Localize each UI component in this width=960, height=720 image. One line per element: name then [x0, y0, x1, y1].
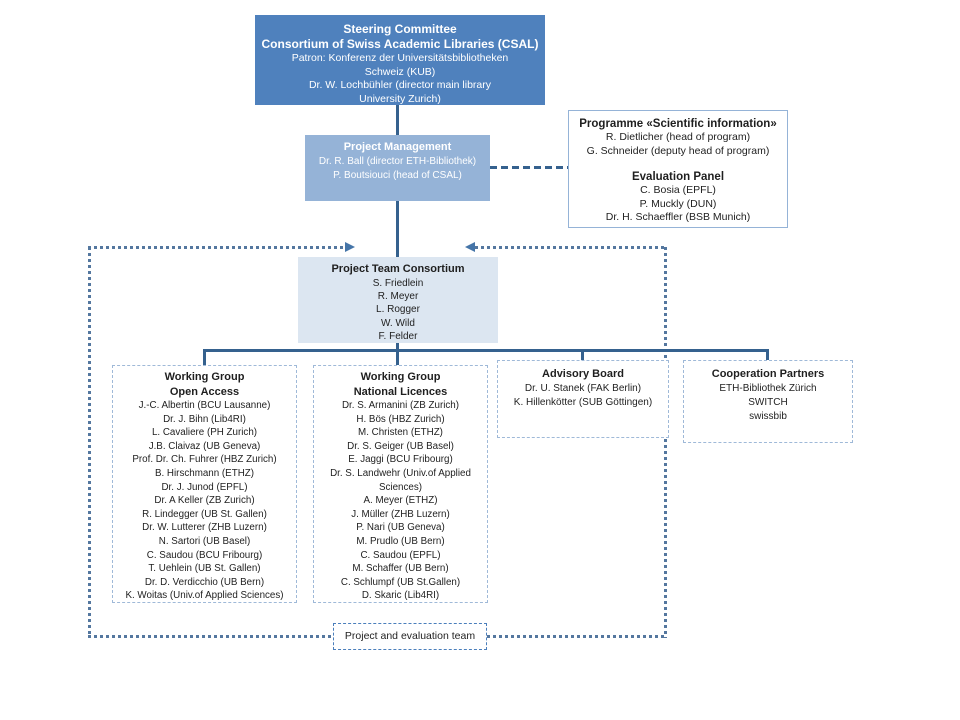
advisory-board-member: Dr. U. Stanek (FAK Berlin): [524, 383, 642, 394]
open-access-title-line: Open Access: [169, 385, 240, 398]
open-access-member: Dr. A Keller (ZB Zurich): [154, 495, 255, 507]
open-access-member: Dr. J. Junod (EPFL): [161, 481, 248, 493]
programme-line: G. Schneider (deputy head of program): [586, 144, 770, 157]
steering-title-line: Steering Committee: [343, 22, 457, 36]
project-team-consortium-box: Project Team Consortium S. Friedlein R. M…: [298, 257, 498, 343]
connector-management-to-team: [396, 200, 399, 258]
advisory-board-member: K. Hillenkötter (SUB Göttingen): [513, 397, 653, 408]
national-licences-member: C. Saudou (EPFL): [360, 549, 441, 561]
connector-team-to-branch: [396, 342, 399, 352]
project-management-title: Project Management: [343, 141, 452, 153]
advisory-board-box: Advisory Board Dr. U. Stanek (FAK Berlin…: [497, 360, 669, 438]
team-frame-top-right-segment: [475, 246, 667, 249]
cooperation-partners-member: swissbib: [749, 411, 787, 422]
connector-branch-horizontal: [203, 349, 769, 352]
national-licences-title-line: National Licences: [353, 385, 448, 398]
open-access-member: J.B. Claivaz (UB Geneva): [148, 440, 261, 452]
project-team-member: W. Wild: [381, 317, 415, 329]
national-licences-member: Dr. S. Geiger (UB Basel): [347, 440, 454, 452]
advisory-board-title: Advisory Board: [542, 368, 624, 380]
evaluation-panel-line: P. Muckly (DUN): [639, 197, 717, 210]
arrow-left-icon: [465, 242, 475, 252]
connector-steering-to-management: [396, 104, 399, 136]
team-frame-label: Project and evaluation team: [333, 623, 487, 650]
national-licences-member: M. Schaffer (UB Bern): [352, 563, 449, 575]
project-team-member: S. Friedlein: [372, 278, 424, 289]
project-team-member: R. Meyer: [377, 291, 419, 303]
open-access-member: N. Sartori (UB Basel): [158, 535, 251, 547]
open-access-title-line: Working Group: [164, 371, 245, 383]
national-licences-member: M. Prudlo (UB Bern): [356, 535, 445, 547]
connector-drop-advisory-board: [581, 351, 584, 362]
national-licences-member: M. Christen (ETHZ): [358, 427, 443, 439]
project-management-line: P. Boutsiouci (head of CSAL): [333, 169, 462, 181]
team-frame-left-edge: [88, 247, 91, 638]
team-frame-top-left-segment: [88, 246, 345, 249]
connector-drop-national-licences: [396, 351, 399, 366]
national-licences-member: C. Schlumpf (UB St.Gallen): [340, 576, 461, 588]
team-frame-bottom-right-segment: [487, 635, 667, 638]
steering-body-line: University Zurich): [359, 92, 441, 105]
arrow-right-icon: [345, 242, 355, 252]
project-team-title: Project Team Consortium: [331, 263, 465, 275]
national-licences-member: A. Meyer (ETHZ): [363, 495, 438, 507]
open-access-member: Prof. Dr. Ch. Fuhrer (HBZ Zurich): [132, 454, 277, 466]
open-access-member: C. Saudou (BCU Fribourg): [146, 549, 263, 561]
programme-title: Programme «Scientific information»: [579, 118, 777, 130]
open-access-member: T. Uehlein (UB St. Gallen): [148, 563, 261, 575]
programme-spacer: [569, 158, 787, 170]
connector-drop-cooperation-partners: [766, 351, 769, 362]
open-access-member: Dr. D. Verdicchio (UB Bern): [144, 576, 265, 588]
national-licences-member: D. Skaric (Lib4RI): [361, 590, 440, 602]
open-access-member: L. Cavaliere (PH Zurich): [151, 427, 258, 439]
team-frame-right-edge: [664, 247, 667, 638]
connector-management-to-programme: [490, 166, 568, 169]
open-access-member: Dr. W. Lutterer (ZHB Luzern): [142, 522, 267, 534]
programme-box: Programme «Scientific information» R. Di…: [568, 110, 788, 228]
cooperation-partners-member: ETH-Bibliothek Zürich: [719, 383, 817, 394]
open-access-member: B. Hirschmann (ETHZ): [154, 467, 255, 479]
open-access-member: Dr. J. Bihn (Lib4RI): [163, 413, 246, 425]
team-frame-bottom-left-segment: [88, 635, 333, 638]
evaluation-panel-line: Dr. H. Schaeffler (BSB Munich): [605, 211, 751, 223]
evaluation-panel-line: C. Bosia (EPFL): [640, 184, 716, 196]
national-licences-member: E. Jaggi (BCU Fribourg): [348, 454, 453, 466]
steering-body-line: Schweiz (KUB): [364, 65, 436, 78]
project-management-line: Dr. R. Ball (director ETH-Bibliothek): [318, 156, 477, 167]
steering-body-line: Dr. W. Lochbühler (director main library: [308, 79, 492, 91]
steering-title-line: Consortium of Swiss Academic Libraries (…: [261, 37, 539, 51]
cooperation-partners-member: SWITCH: [748, 397, 788, 408]
project-team-member: L. Rogger: [376, 304, 420, 316]
national-licences-member: Sciences): [378, 481, 422, 493]
connector-drop-open-access: [203, 351, 206, 366]
open-access-member: J.-C. Albertin (BCU Lausanne): [138, 400, 271, 411]
programme-line: R. Dietlicher (head of program): [605, 131, 751, 143]
national-licences-member: H. Bös (HBZ Zurich): [356, 413, 445, 425]
steering-body-line: Patron: Konferenz der Universitätsbiblio…: [291, 52, 509, 64]
project-team-member: F. Felder: [378, 330, 418, 342]
open-access-member: K. Woitas (Univ.of Applied Sciences): [125, 590, 284, 602]
national-licences-member: J. Müller (ZHB Luzern): [351, 508, 450, 520]
cooperation-partners-title: Cooperation Partners: [711, 368, 825, 380]
national-licences-member: Dr. S. Landwehr (Univ.of Applied: [330, 467, 471, 479]
evaluation-panel-title: Evaluation Panel: [631, 171, 725, 183]
national-licences-member: Dr. S. Armanini (ZB Zurich): [341, 400, 460, 411]
national-licences-title-line: Working Group: [360, 371, 441, 383]
cooperation-partners-box: Cooperation Partners ETH-Bibliothek Züri…: [683, 360, 853, 443]
open-access-member: R. Lindegger (UB St. Gallen): [142, 508, 267, 520]
national-licences-member: P. Nari (UB Geneva): [356, 522, 445, 534]
project-management-box: Project Management Dr. R. Ball (director…: [305, 135, 490, 201]
